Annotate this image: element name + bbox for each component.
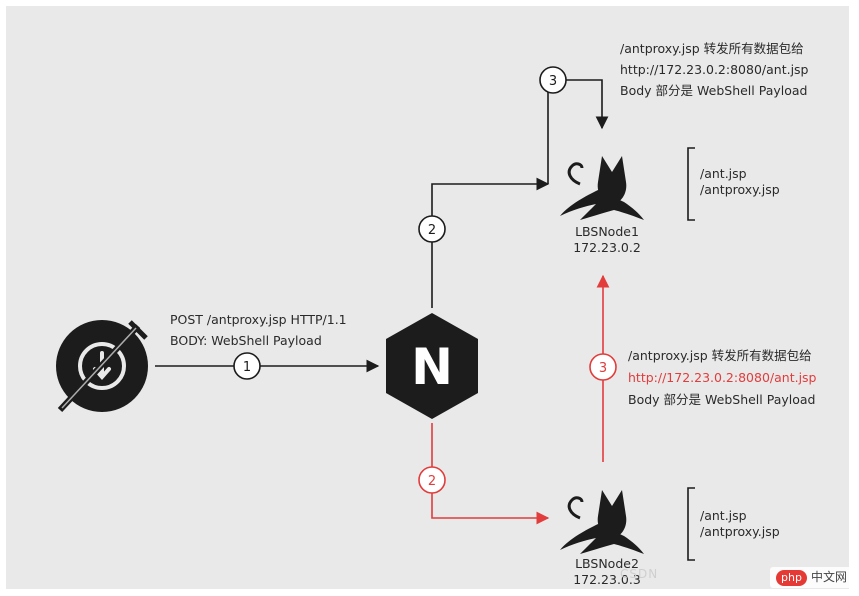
php-badge-label: php [776, 570, 807, 586]
node1-ip: 172.23.0.2 [573, 240, 641, 255]
node1-name: LBSNode1 [575, 224, 639, 239]
node1-file-antproxy: /antproxy.jsp [700, 182, 780, 197]
step-2-bottom-label: 2 [428, 474, 436, 489]
top-forward-label: /antproxy.jsp 转发所有数据包给 http://172.23.0.2… [620, 38, 809, 101]
node2-file-ant: /ant.jsp [700, 508, 747, 523]
node1-file-ant: /ant.jsp [700, 166, 747, 181]
arrow-forward-to-node1 [547, 79, 609, 184]
top-forward-line1: /antproxy.jsp 转发所有数据包给 [620, 41, 804, 56]
node1-files-bracket [687, 147, 695, 221]
step-3-top-circle: 3 [539, 66, 567, 94]
antsword-client-icon [56, 320, 148, 413]
step-3-mid-label: 3 [599, 361, 607, 376]
top-forward-url: http://172.23.0.2:8080/ant.jsp [620, 62, 809, 77]
step-2-bottom-circle: 2 [418, 466, 446, 494]
node2-files: /ant.jsp /antproxy.jsp [700, 508, 780, 540]
step-1-label: 1 [243, 360, 251, 375]
step-3-mid-circle: 3 [589, 353, 617, 381]
mid-forward-line1: /antproxy.jsp 转发所有数据包给 [628, 348, 812, 363]
nginx-icon [386, 313, 478, 419]
node2-caption: LBSNode2 172.23.0.3 [562, 556, 652, 588]
csdn-watermark: CSDN [620, 567, 659, 581]
step-2-top-label: 2 [428, 223, 436, 238]
top-forward-body: Body 部分是 WebShell Payload [620, 83, 808, 98]
node2-file-antproxy: /antproxy.jsp [700, 524, 780, 539]
tomcat-node1-icon [560, 156, 644, 220]
arrow-nginx-to-node1 [431, 177, 550, 308]
nginx-letter: N [411, 338, 453, 396]
mid-forward-label: /antproxy.jsp 转发所有数据包给 http://172.23.0.2… [628, 345, 817, 411]
node1-files: /ant.jsp /antproxy.jsp [700, 166, 780, 198]
client-request-label: POST /antproxy.jsp HTTP/1.1 BODY: WebShe… [170, 309, 347, 351]
arrow-nginx-to-node2 [431, 423, 550, 525]
mid-forward-url: http://172.23.0.2:8080/ant.jsp [628, 370, 817, 385]
client-body-line: BODY: WebShell Payload [170, 333, 322, 348]
tomcat-node2-icon [560, 490, 644, 554]
step-3-top-label: 3 [549, 74, 557, 89]
site-name-label: 中文网 [810, 570, 847, 584]
node2-name: LBSNode2 [575, 556, 639, 571]
node2-ip: 172.23.0.3 [573, 572, 641, 587]
client-request-line: POST /antproxy.jsp HTTP/1.1 [170, 312, 347, 327]
node1-caption: LBSNode1 172.23.0.2 [562, 224, 652, 256]
step-2-top-circle: 2 [418, 215, 446, 243]
node2-files-bracket [687, 487, 695, 561]
mid-forward-body: Body 部分是 WebShell Payload [628, 392, 816, 407]
step-1-circle: 1 [233, 352, 261, 380]
